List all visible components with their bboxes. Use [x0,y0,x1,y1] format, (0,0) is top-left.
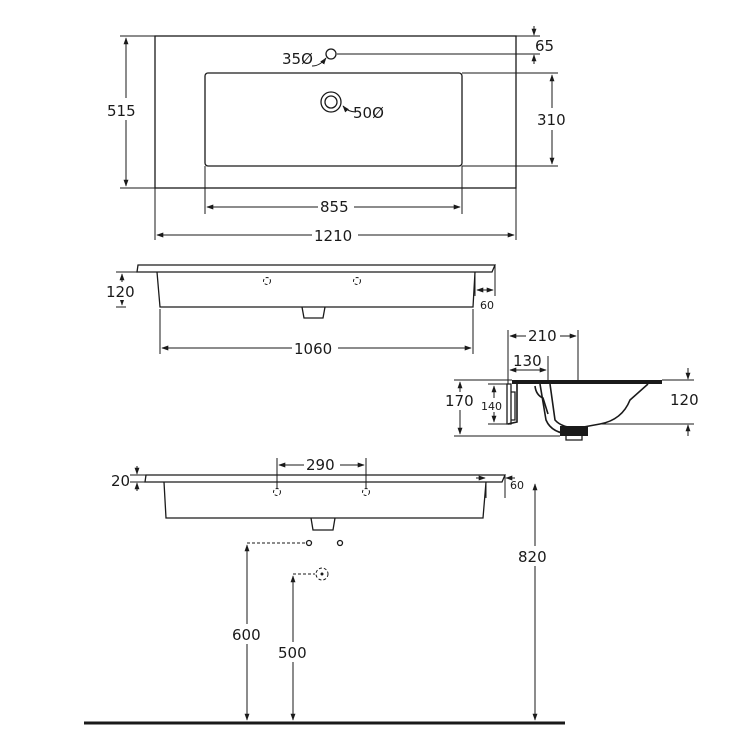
front-width-label: 1060 [294,340,332,358]
section-depth-label: 210 [528,327,557,345]
drain-hole-leader [342,105,357,113]
front-view: 120 60 1060 [104,264,496,358]
top-view-basin [204,72,463,167]
install-bracket-right [362,488,370,496]
depth-total-label: 515 [107,102,136,120]
supply-fitting-left-icon [305,539,313,547]
front-height-label: 120 [106,283,135,301]
waste-fitting-core [320,572,324,576]
top-view: 35Ø 50Ø 515 65 310 855 1210 [104,26,572,245]
front-view-top-slab [136,264,496,273]
basin-depth-label: 310 [537,111,566,129]
bracket-spacing-label: 290 [306,456,335,474]
section-back-wall [507,384,518,425]
width-total-label: 1210 [314,227,352,245]
tap-hole-label: 35Ø [282,50,313,68]
section-basin-outer [549,383,649,429]
waste-height-label: 500 [278,644,307,662]
install-view: 290 20 60 600 500 820 [84,454,565,725]
install-top-slab [144,474,506,483]
front-view-body [156,271,476,308]
section-drain-label: 130 [513,352,542,370]
supply-fitting-right-icon [336,539,344,547]
waste-fitting-icon [315,567,329,581]
drain-outer-icon [320,91,342,113]
front-view-drain [301,306,326,319]
section-rim-label: 120 [670,391,699,409]
install-drain [310,517,336,531]
section-drain-body [560,426,588,436]
section-drain-tail [565,436,583,441]
front-tap-mark-left [263,277,271,285]
install-body [163,481,487,519]
supply-height-label: 600 [232,626,261,644]
install-bracket-left [273,488,281,496]
section-height-label: 170 [445,392,474,410]
drain-inner-icon [324,95,338,109]
drain-hole-label: 50Ø [353,104,384,122]
tap-hole-icon [325,48,337,60]
section-inner-label: 140 [481,400,502,413]
tap-offset-label: 65 [535,37,554,55]
bracket-arm [511,391,516,421]
tap-hole-leader [311,57,327,67]
side-section: 210 130 170 140 120 [444,326,699,441]
top-view-outline [154,35,517,189]
front-offset-label: 60 [480,299,494,312]
basin-width-label: 855 [320,198,349,216]
install-offset-label: 60 [510,479,524,492]
wall-bracket [506,383,512,425]
rim-thickness-label: 20 [111,472,130,490]
rim-floor-label: 820 [518,548,547,566]
section-overflow [534,385,549,415]
front-tap-mark-right [353,277,361,285]
section-rim [512,380,662,384]
